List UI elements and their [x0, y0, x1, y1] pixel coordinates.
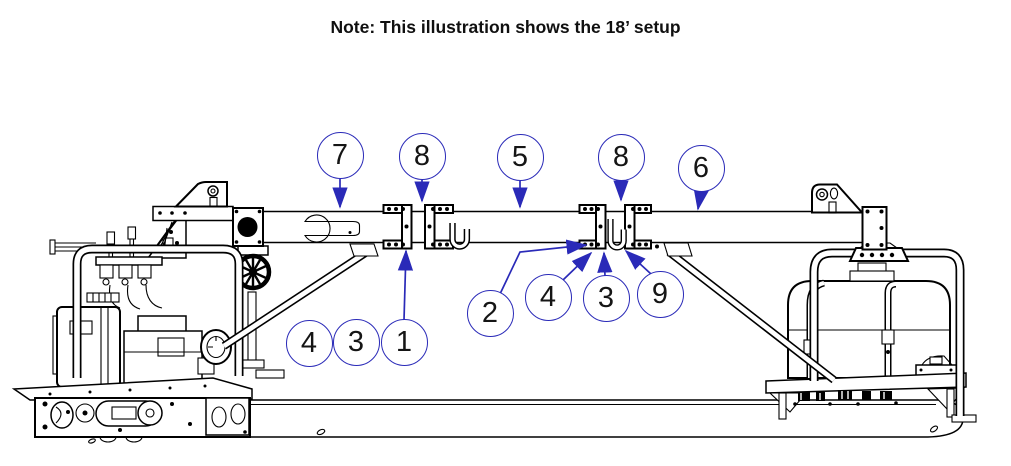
right-platform: [765, 372, 977, 423]
leader-callout-9: [624, 249, 652, 275]
left-sprayer-unit: [11, 181, 285, 444]
mast-lift-plate: [173, 181, 228, 208]
illustration-note: Note: This illustration shows the 18’ se…: [330, 17, 681, 37]
left-roll-bar: [72, 244, 244, 378]
mount-bracket-pair-left: [382, 204, 471, 250]
mast-beam: [152, 205, 234, 222]
callout-3-left: 3: [332, 318, 380, 366]
tank-filler-cap: [849, 270, 895, 282]
left-deck: [11, 377, 253, 401]
callout-8-right-label: 8: [612, 140, 630, 173]
callout-3-mid: 3: [582, 274, 630, 322]
boom-lift-bracket: [811, 183, 865, 214]
leader-callout-2: [499, 239, 588, 295]
trailer-rail: [245, 399, 964, 438]
callout-2: 2: [466, 289, 514, 337]
boom-brace-right: [663, 242, 837, 384]
boom-pivot-box: [232, 207, 264, 247]
j-hook-left: [449, 223, 471, 250]
callout-4-mid-label: 4: [539, 280, 557, 313]
callout-3-mid-label: 3: [597, 281, 615, 314]
leader-callout-1: [397, 249, 414, 321]
left-tank: [52, 306, 121, 388]
leader-callout-3-mid: [597, 251, 613, 277]
j-hook-right: [607, 219, 627, 251]
callout-7-label: 7: [331, 138, 349, 171]
callout-6-label: 6: [692, 151, 710, 184]
callout-4-left-label: 4: [300, 326, 318, 359]
callout-7: 7: [316, 131, 364, 179]
boom-brace-left: [221, 243, 379, 350]
callout-5: 5: [496, 133, 544, 181]
callout-8-right: 8: [597, 133, 645, 181]
callout-leaders: [332, 179, 709, 321]
callout-3-left-label: 3: [347, 325, 365, 358]
callout-4-left: 4: [285, 319, 333, 367]
boom: [232, 183, 888, 251]
engine-pump: [123, 315, 232, 388]
callout-1-label: 1: [395, 325, 413, 358]
callout-2-label: 2: [481, 296, 499, 329]
boom-storage-slot: [304, 214, 361, 243]
callout-1: 1: [380, 318, 428, 366]
callout-8-left: 8: [398, 132, 446, 180]
callout-6: 6: [677, 144, 725, 192]
callout-5-label: 5: [511, 140, 529, 173]
boom-end-plate: [861, 206, 888, 251]
leader-callout-4-mid: [562, 251, 593, 281]
right-tank: [787, 262, 951, 379]
callout-9: 9: [636, 270, 684, 318]
right-tank-unit: [765, 242, 977, 423]
left-base-box: [34, 397, 251, 444]
mount-bracket-pair-right: [578, 204, 659, 251]
callout-4-mid: 4: [524, 273, 572, 321]
cap-block: [86, 292, 120, 303]
leader-callout-6: [693, 188, 709, 211]
callout-9-label: 9: [651, 277, 669, 310]
callout-8-left-label: 8: [413, 139, 431, 172]
